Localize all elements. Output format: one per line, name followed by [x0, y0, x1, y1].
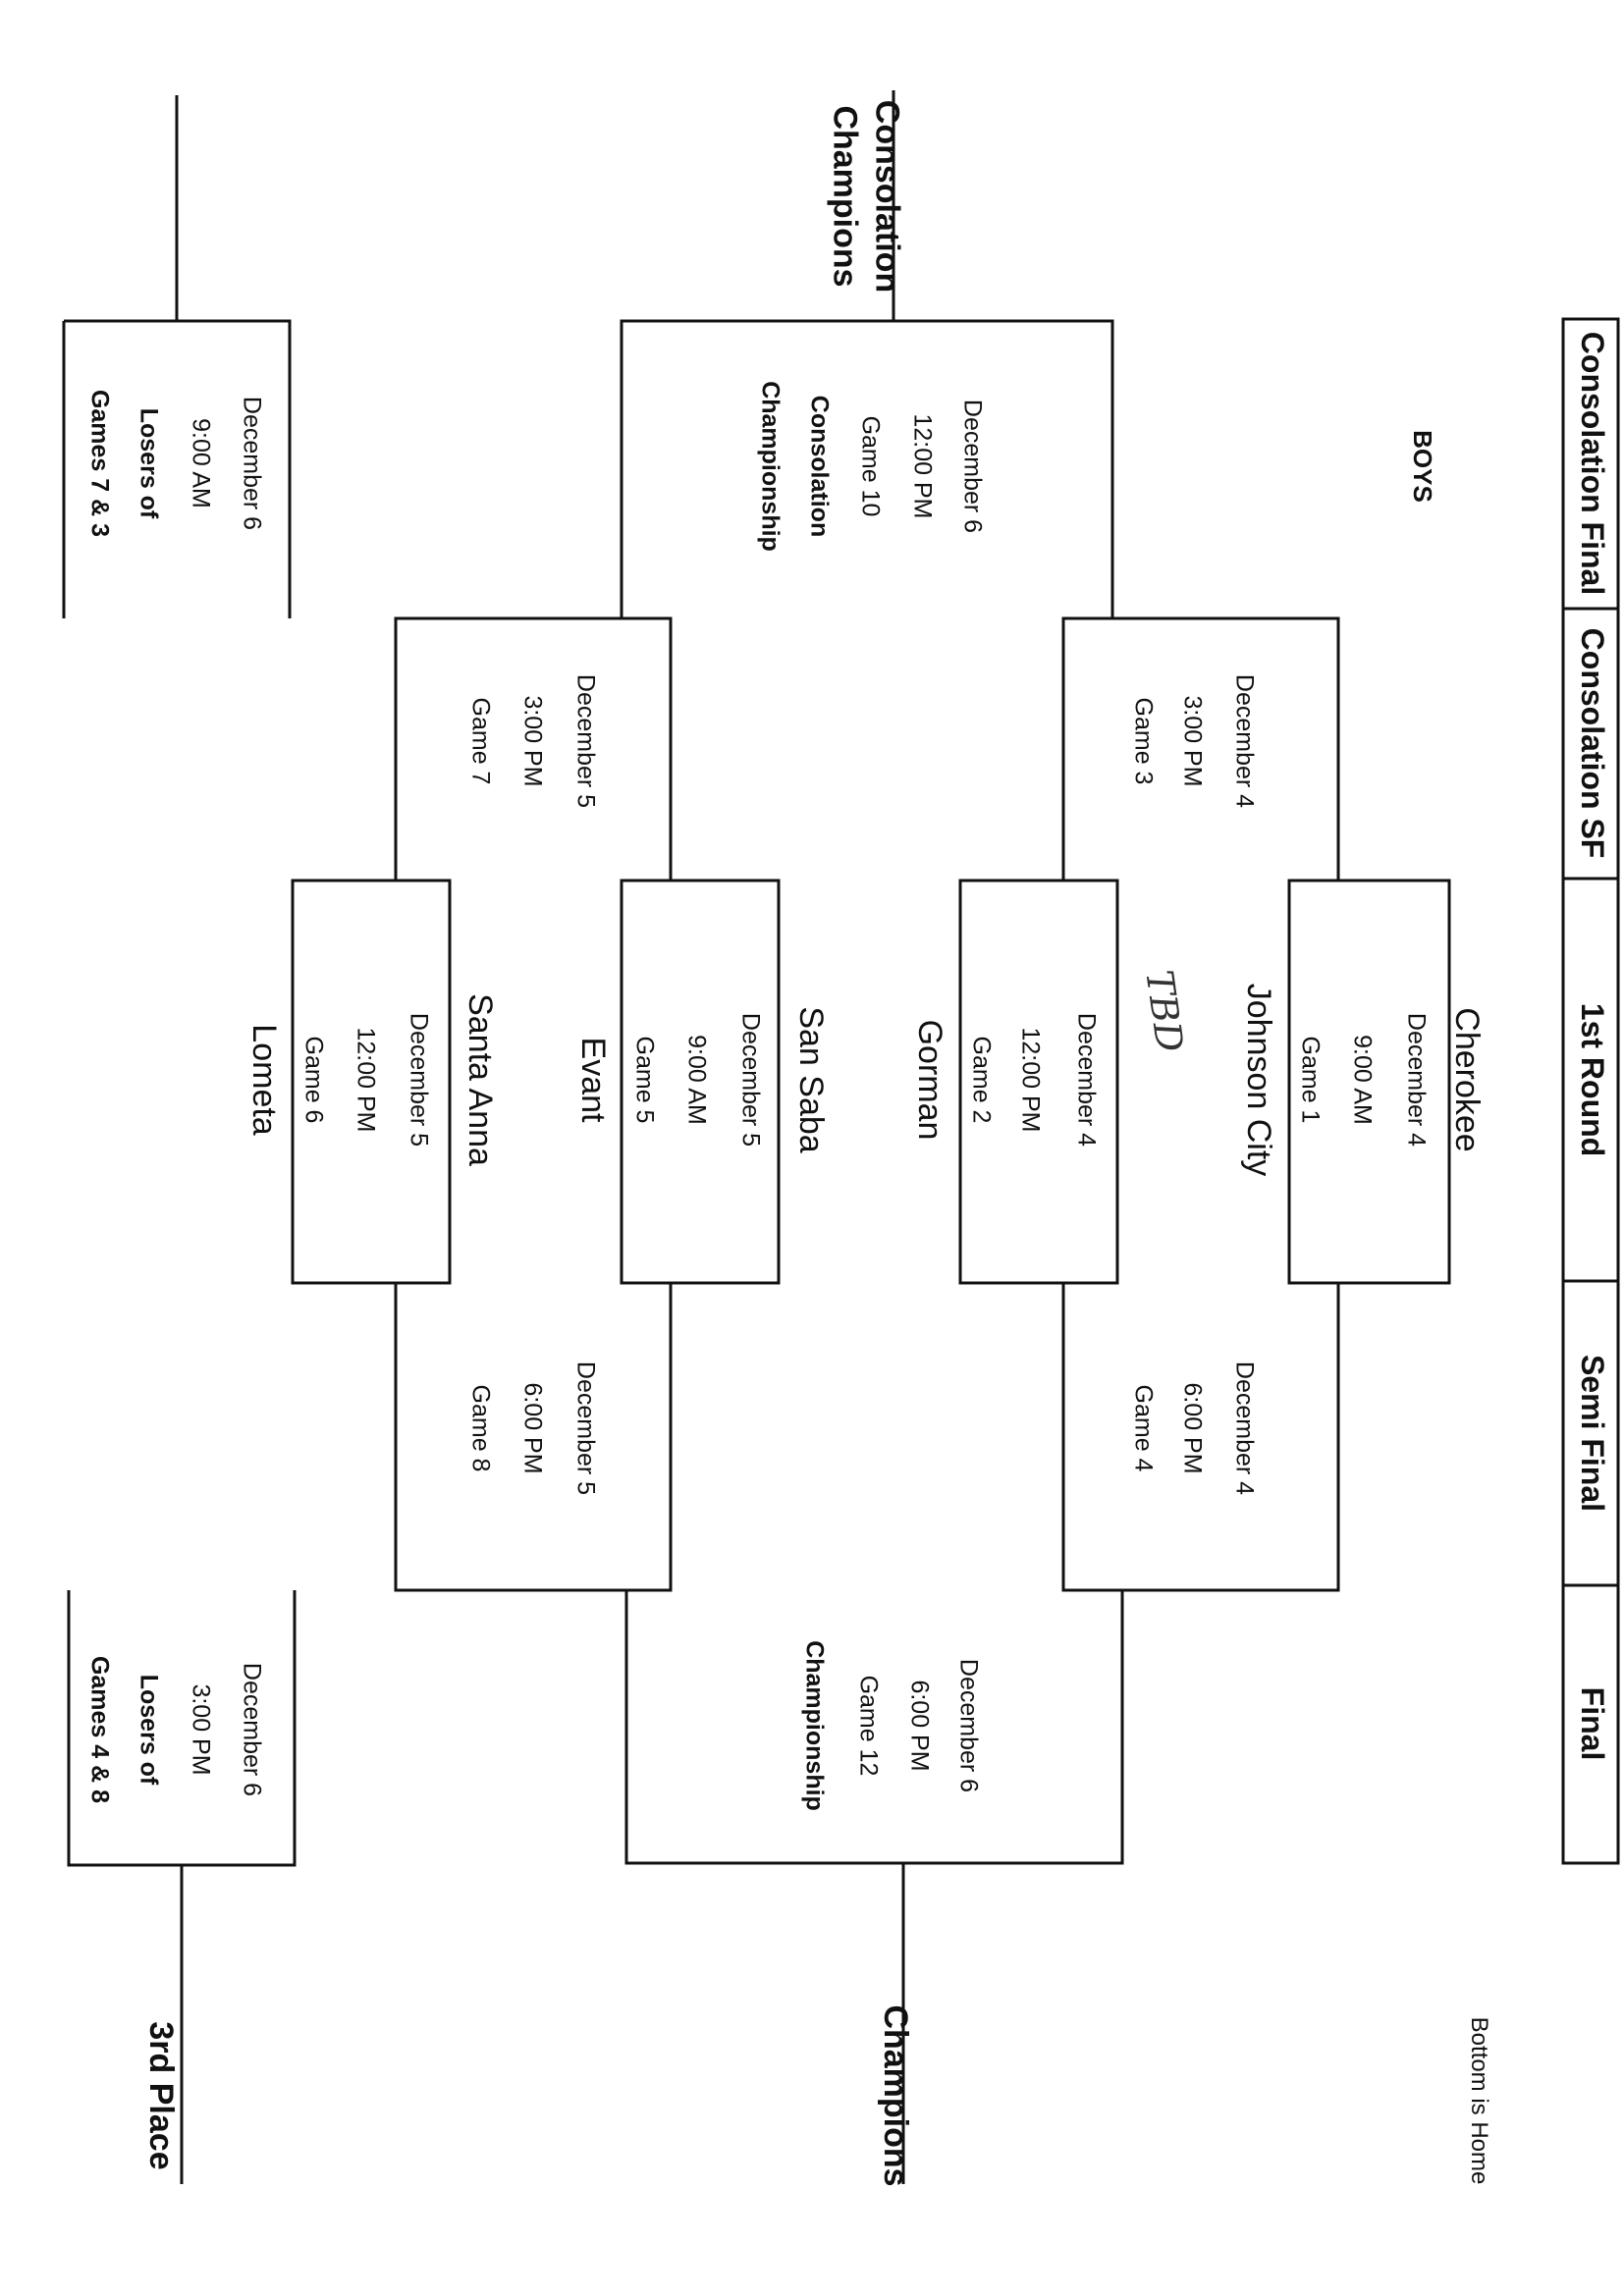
game-10-date: December 6 — [958, 399, 987, 534]
third-place-from-2: Games 4 & 8 — [85, 1655, 114, 1804]
game-5-number: Game 5 — [630, 1036, 659, 1124]
game-8-time: 6:00 PM — [518, 1382, 547, 1474]
game-10-number: Game 10 — [856, 415, 885, 517]
handwritten-note: TBD — [1137, 967, 1192, 1055]
game-4-time: 6:00 PM — [1178, 1382, 1207, 1474]
header-first-round: 1st Round — [1575, 1002, 1610, 1157]
game-8-date: December 5 — [571, 1361, 600, 1496]
third-place-label: 3rd Place — [142, 2021, 180, 2170]
game-5-time: 9:00 AM — [682, 1035, 711, 1125]
team-santa-anna: Santa Anna — [461, 993, 499, 1166]
bracket-title: BOYS — [1408, 430, 1437, 503]
game-1-number: Game 1 — [1296, 1036, 1325, 1124]
game-6-date: December 5 — [405, 1012, 433, 1148]
team-cherokee: Cherokee — [1448, 1007, 1486, 1152]
header-semi-final: Semi Final — [1575, 1354, 1610, 1513]
game-6-time: 12:00 PM — [352, 1027, 380, 1133]
consolation-champions-label: Consolation Champions — [827, 99, 906, 294]
game-3-date: December 4 — [1230, 673, 1259, 809]
game-4-number: Game 4 — [1129, 1384, 1158, 1472]
header-final: Final — [1575, 1686, 1610, 1761]
game-10-name-line1: Consolation — [805, 395, 834, 538]
game-7-date: December 5 — [571, 673, 600, 809]
champions-label: Champions — [877, 2004, 914, 2187]
game-12-number: Game 12 — [854, 1675, 883, 1777]
header-table-border — [1561, 317, 1620, 1865]
game-2-box — [958, 879, 1119, 1285]
game-1-box — [1287, 879, 1451, 1285]
game-7-bracket — [394, 616, 673, 881]
game-4-date: December 4 — [1230, 1361, 1259, 1496]
game-6-number: Game 6 — [299, 1036, 328, 1124]
game-10-time: 12:00 PM — [908, 413, 937, 519]
game-4-bracket — [1061, 1283, 1340, 1592]
game-2-date: December 4 — [1072, 1012, 1101, 1148]
game-10-name-line2: Championship — [756, 381, 785, 552]
third-place-date: December 6 — [238, 1662, 266, 1797]
team-lometa: Lometa — [245, 1024, 283, 1136]
game-12-name: Championship — [800, 1640, 829, 1811]
game-7-time: 3:00 PM — [518, 695, 547, 787]
game-7-number: Game 7 — [466, 697, 495, 785]
game-2-time: 12:00 PM — [1016, 1027, 1045, 1133]
game-10-bracket — [620, 319, 1114, 618]
consolation-final-from-1: Losers of — [135, 407, 163, 519]
game-1-date: December 4 — [1402, 1012, 1431, 1148]
game-1-time: 9:00 AM — [1348, 1035, 1377, 1125]
consolation-final-time: 9:00 AM — [187, 418, 215, 508]
header-consolation-sf: Consolation SF — [1575, 627, 1610, 859]
game-12-bracket — [624, 1590, 1124, 1865]
game-5-box — [620, 879, 781, 1285]
third-place-time: 3:00 PM — [187, 1683, 215, 1776]
team-gorman: Gorman — [911, 1019, 948, 1141]
game-3-time: 3:00 PM — [1178, 695, 1207, 787]
bottom-is-home-note: Bottom is Home — [1466, 2016, 1492, 2185]
consolation-final-from-2: Games 7 & 3 — [85, 389, 114, 538]
game-8-bracket — [394, 1283, 673, 1592]
game-6-box — [291, 879, 452, 1285]
game-12-date: December 6 — [954, 1658, 983, 1793]
team-san-saba: San Saba — [792, 1006, 830, 1153]
team-evant: Evant — [574, 1037, 612, 1123]
game-3-bracket — [1061, 616, 1340, 881]
consolation-final-bracket — [64, 319, 292, 618]
game-8-number: Game 8 — [466, 1384, 495, 1472]
game-5-date: December 5 — [736, 1012, 765, 1148]
game-12-time: 6:00 PM — [905, 1680, 934, 1772]
header-consolation-final: Consolation Final — [1575, 331, 1610, 596]
third-place-from-1: Losers of — [135, 1674, 163, 1786]
game-3-number: Game 3 — [1129, 697, 1158, 785]
team-johnson-city: Johnson City — [1240, 983, 1277, 1177]
game-2-number: Game 2 — [967, 1036, 996, 1124]
consolation-final-date: December 6 — [238, 396, 266, 531]
